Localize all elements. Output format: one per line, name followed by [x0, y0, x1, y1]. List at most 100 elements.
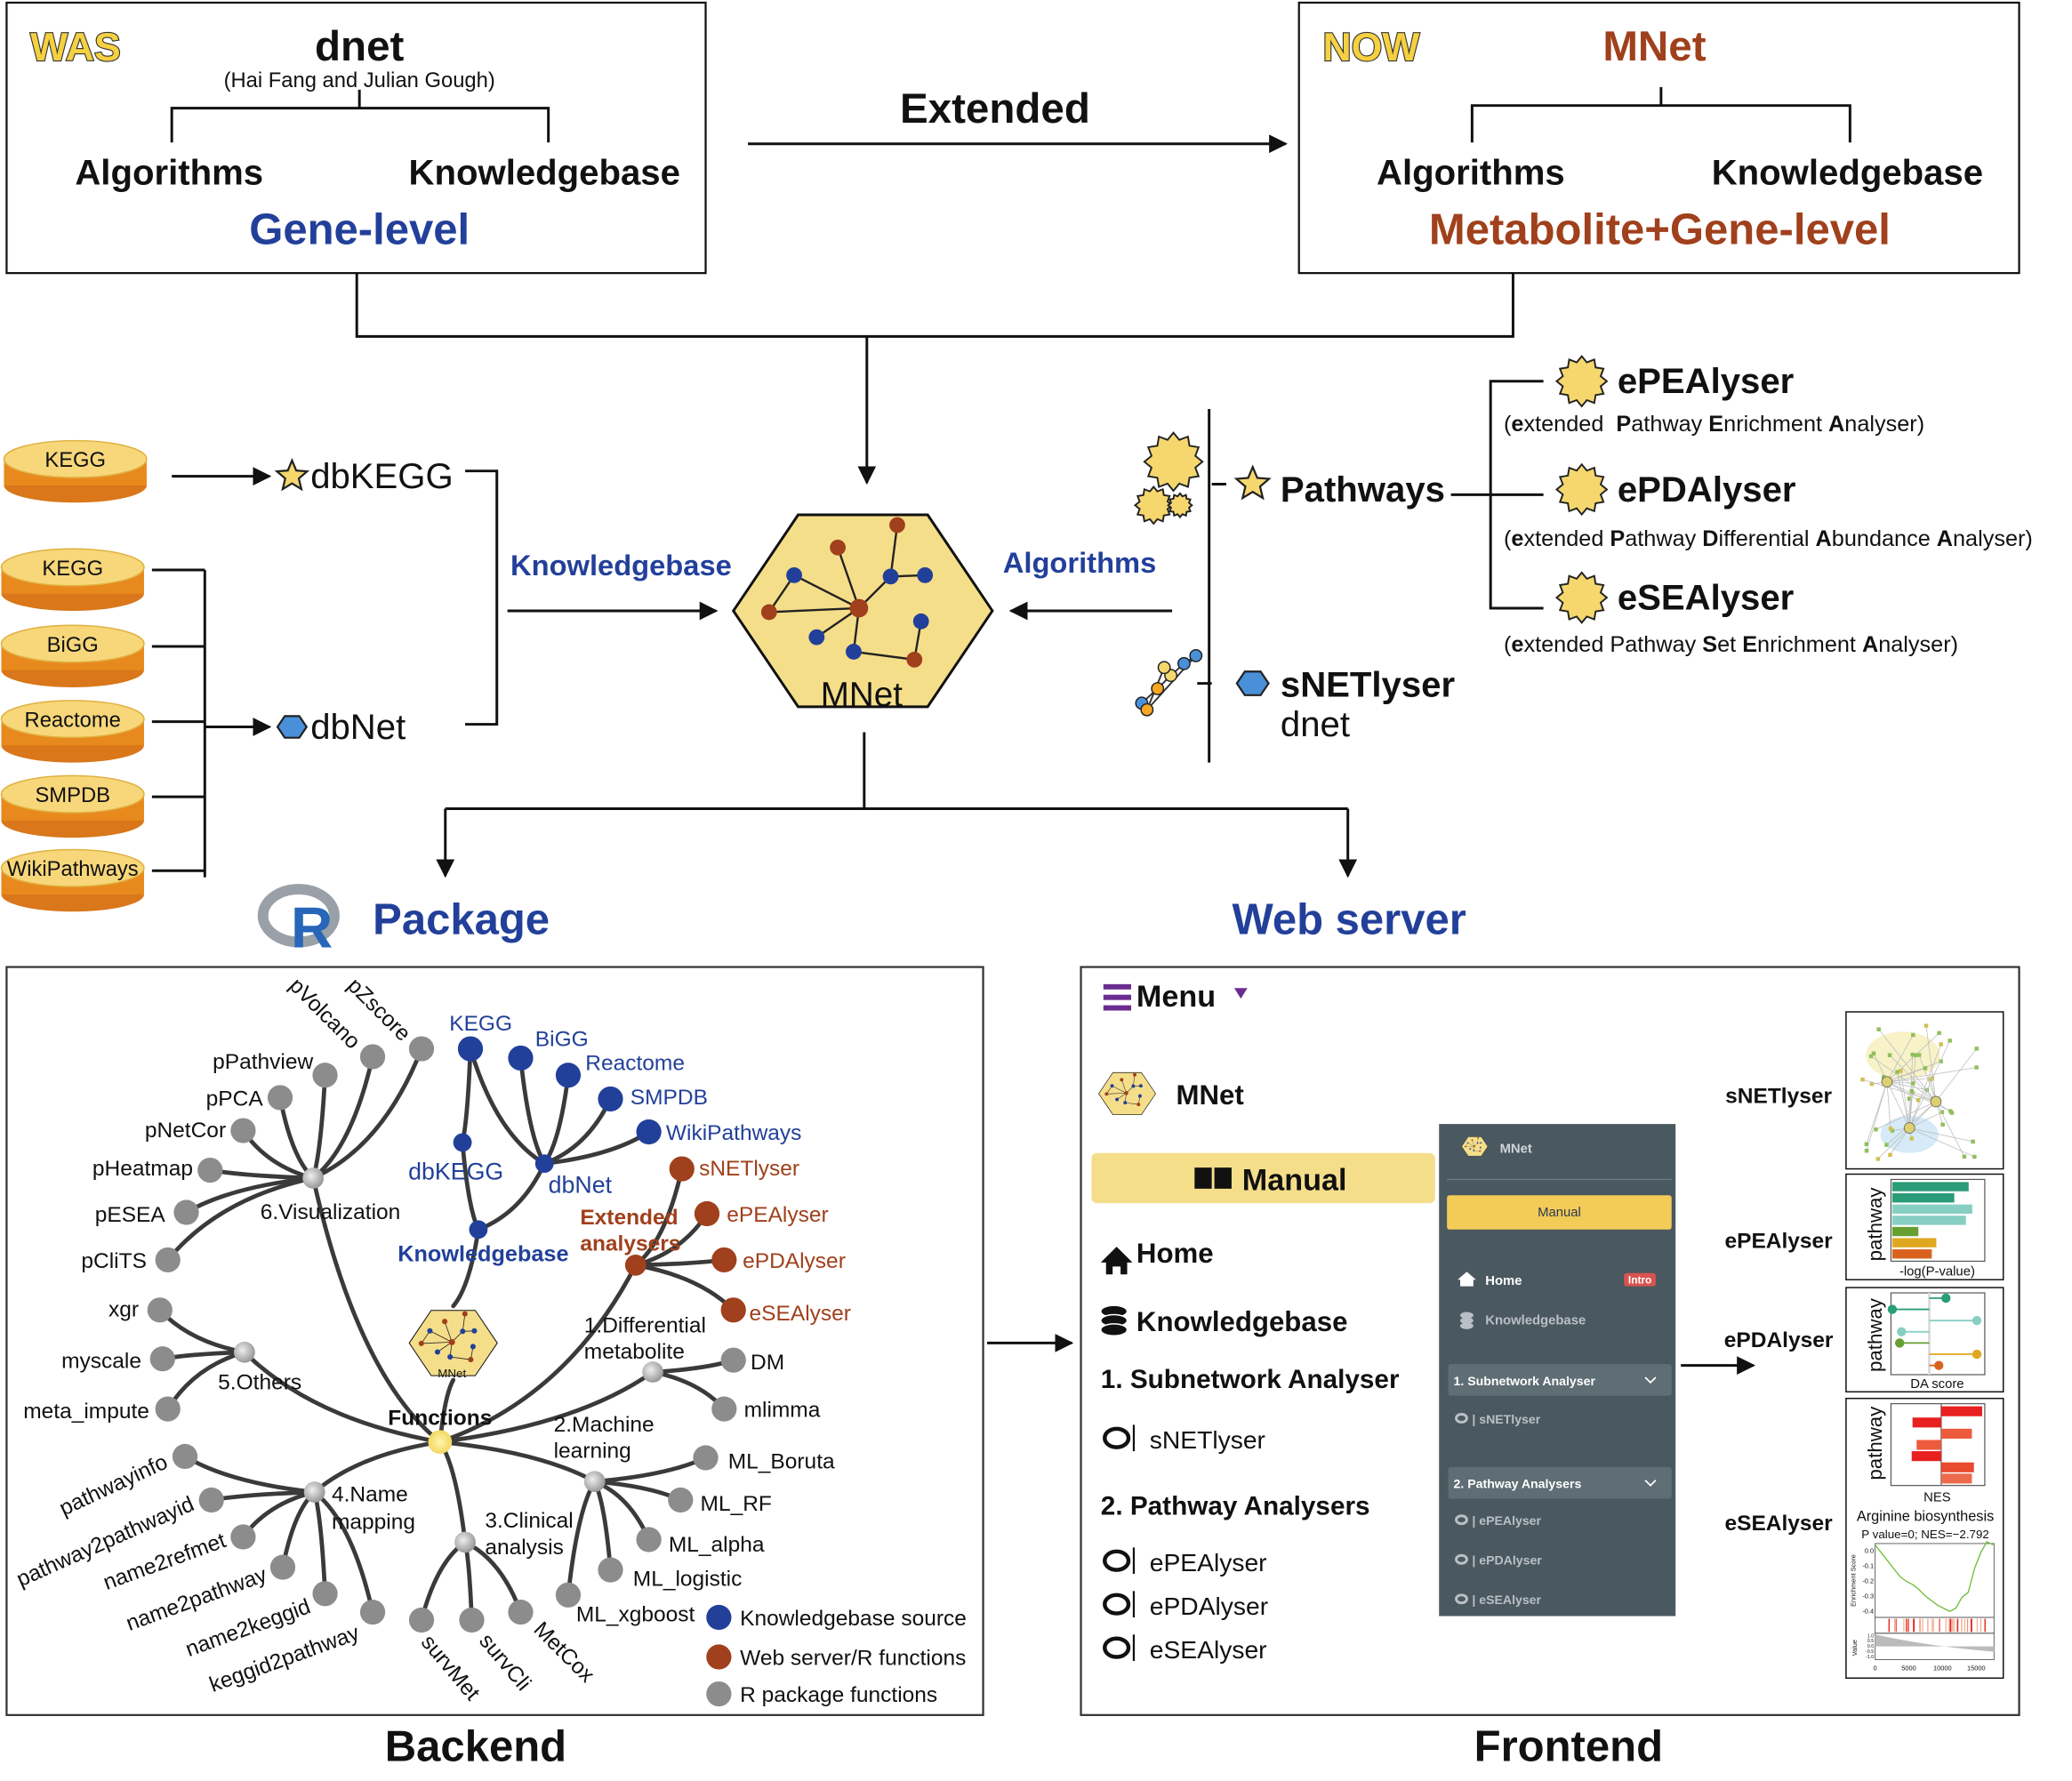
snetlyser-sub: dnet — [1281, 705, 1350, 744]
sidebar-section1[interactable] — [1448, 1364, 1672, 1396]
snetlyser-thumbnail — [1845, 1011, 2004, 1170]
network-hub — [1930, 1095, 1942, 1108]
r-logo-letter: R — [291, 895, 333, 959]
sidebar-item[interactable]: | ePDAlyser — [1472, 1553, 1542, 1568]
network-edge — [1472, 1140, 1475, 1147]
hub-node-differential[interactable] — [642, 1361, 663, 1383]
network-edge — [1908, 1044, 1941, 1128]
function-branch-edge — [242, 1350, 443, 1445]
sidebar-manual-button[interactable] — [1447, 1195, 1672, 1230]
function-node-name2refmet[interactable] — [230, 1524, 256, 1550]
pea-bar — [1891, 1238, 1937, 1248]
hub-node-machine_learning[interactable] — [583, 1471, 606, 1493]
functions-node[interactable] — [428, 1430, 453, 1455]
network-edge — [430, 1330, 453, 1343]
sidebar-item[interactable]: | sNETlyser — [1472, 1412, 1540, 1426]
function-node-ml_boruta[interactable] — [693, 1445, 719, 1471]
network-node — [1962, 1154, 1967, 1159]
function-node-xgr[interactable] — [147, 1297, 173, 1323]
sidebar-knowledgebase[interactable]: Knowledgebase — [1485, 1314, 1586, 1328]
group-label: 5.Others — [218, 1370, 301, 1394]
hub-node-extended[interactable] — [624, 1255, 646, 1276]
source-node[interactable] — [555, 1063, 582, 1088]
dbnet-node[interactable] — [534, 1154, 554, 1174]
description-segment: xtended — [1524, 412, 1617, 437]
function-node-dm[interactable] — [720, 1347, 746, 1373]
network-node — [1971, 1139, 1975, 1144]
database-kegg[interactable]: KEGG — [0, 548, 145, 611]
function-node-pnetcor[interactable] — [230, 1118, 256, 1143]
network-edge — [450, 1356, 471, 1360]
function-node-pvolcano[interactable] — [359, 1044, 386, 1070]
function-node-pesea[interactable] — [173, 1199, 199, 1225]
network-edge — [444, 1321, 453, 1343]
database-smpdb[interactable]: SMPDB — [0, 774, 145, 838]
y2-tick: 1.0 — [1867, 1633, 1874, 1639]
function-node-meta_impute[interactable] — [155, 1396, 181, 1422]
function-node-name2pathway[interactable] — [269, 1554, 296, 1580]
analyser-link[interactable]: eSEAlyser — [1150, 1635, 1267, 1664]
function-node-epdalyser[interactable] — [711, 1247, 737, 1273]
function-node-ml_rf[interactable] — [668, 1487, 694, 1513]
knowledgebase-edge — [451, 1227, 481, 1309]
function-label: myscale — [61, 1350, 141, 1374]
function-node-survmet[interactable] — [408, 1607, 435, 1633]
hub-node-others[interactable] — [234, 1341, 255, 1363]
function-node-pheatmap[interactable] — [197, 1157, 223, 1183]
tree-edge — [542, 1129, 651, 1167]
network-node — [1869, 1081, 1875, 1087]
function-node-epealyser[interactable] — [694, 1200, 720, 1227]
database-bigg[interactable]: BiGG — [0, 624, 145, 688]
hub-node-clinical[interactable] — [454, 1531, 476, 1553]
network-edge — [421, 1341, 453, 1344]
function-node-ml_alpha[interactable] — [636, 1527, 662, 1552]
hub-node-name_mapping[interactable] — [303, 1481, 325, 1503]
analyser-link[interactable]: ePDAlyser — [1150, 1592, 1268, 1620]
network-node — [1477, 1136, 1480, 1139]
function-node-snetlyser[interactable] — [669, 1156, 695, 1182]
tree-edge — [182, 1454, 317, 1495]
description-segment: A — [1937, 526, 1953, 551]
function-node-ppathview[interactable] — [312, 1063, 338, 1088]
source-node[interactable] — [508, 1045, 534, 1071]
function-node-esealyser[interactable] — [720, 1297, 746, 1323]
function-node-pathwayinfo[interactable] — [172, 1443, 198, 1470]
database-reactome[interactable]: Reactome — [0, 700, 145, 763]
network-node — [1136, 1103, 1141, 1107]
sidebar-home[interactable]: Home — [1485, 1274, 1522, 1288]
function-node-pathway2pathwayid[interactable] — [198, 1487, 224, 1513]
group-label: 1.Differential — [584, 1314, 706, 1338]
function-node-pclits[interactable] — [155, 1247, 181, 1273]
manual-button[interactable] — [1091, 1152, 1435, 1204]
home-link[interactable]: Home — [1136, 1238, 1214, 1269]
source-node[interactable] — [457, 1036, 484, 1062]
knowledgebase-hub[interactable] — [469, 1220, 488, 1239]
snetlyser-link[interactable]: sNETlyser — [1150, 1425, 1265, 1454]
function-node-ml_xgboost[interactable] — [555, 1582, 582, 1608]
knowledgebase-link[interactable]: Knowledgebase — [1136, 1306, 1347, 1337]
sidebar-item[interactable]: | eSEAlyser — [1472, 1592, 1541, 1607]
function-node-pzscore[interactable] — [408, 1036, 435, 1062]
menu-button[interactable]: Menu — [1136, 980, 1216, 1014]
function-node-myscale[interactable] — [149, 1346, 175, 1372]
function-node-metcox[interactable] — [508, 1599, 534, 1625]
hub-node-visualization[interactable] — [302, 1167, 325, 1189]
function-node-keggid2pathway[interactable] — [359, 1599, 386, 1625]
database-kegg-top[interactable]: KEGG — [3, 439, 148, 503]
function-node-ml_logistic[interactable] — [598, 1557, 623, 1583]
x-tick: 5000 — [1901, 1664, 1915, 1672]
source-node[interactable] — [636, 1119, 662, 1145]
network-edge — [836, 547, 861, 609]
r-logo-icon — [1455, 1593, 1468, 1605]
source-node[interactable] — [598, 1086, 623, 1112]
sidebar-section2[interactable] — [1448, 1466, 1672, 1499]
dbkegg-node[interactable] — [453, 1133, 472, 1152]
section-subnetwork: 1. Subnetwork Analyser — [1101, 1365, 1400, 1394]
function-node-ppca[interactable] — [267, 1085, 293, 1111]
function-node-name2keggid[interactable] — [312, 1581, 338, 1607]
analyser-link[interactable]: ePEAlyser — [1150, 1548, 1267, 1576]
function-node-survcli[interactable] — [459, 1607, 485, 1633]
database-wikipathways[interactable]: WikiPathways — [0, 848, 145, 912]
function-node-mlimma[interactable] — [711, 1396, 737, 1422]
sidebar-item[interactable]: | ePEAlyser — [1472, 1513, 1541, 1528]
